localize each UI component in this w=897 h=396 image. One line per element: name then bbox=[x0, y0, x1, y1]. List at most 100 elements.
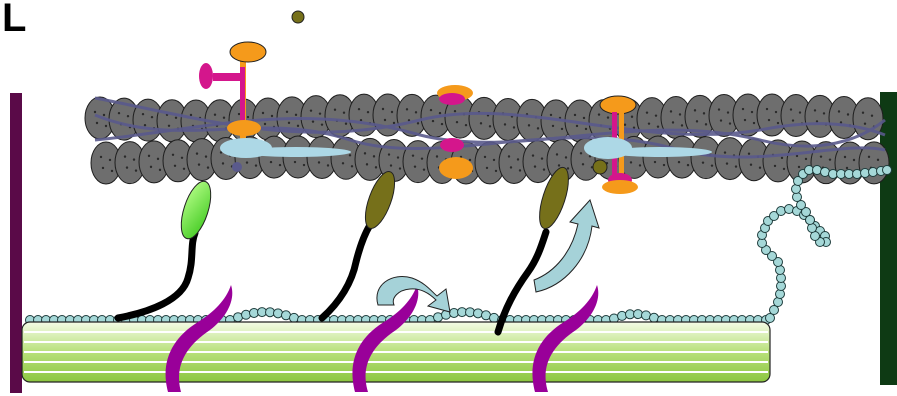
actin-monomer-dot bbox=[864, 122, 866, 124]
actin-monomer-dot bbox=[238, 113, 240, 115]
actin-monomer-dot bbox=[174, 165, 176, 167]
actin-monomer-dot bbox=[144, 124, 146, 126]
actin-monomer-dot bbox=[484, 156, 486, 158]
actin-monomer-dot bbox=[172, 154, 174, 156]
actin-monomer-dot bbox=[415, 111, 417, 113]
actin-monomer-dot bbox=[792, 119, 794, 121]
actin-monomer-dot bbox=[295, 114, 297, 116]
actin-monomer-dot bbox=[672, 121, 674, 123]
actin-monomer-dot bbox=[646, 111, 648, 113]
actin-monomer-dot bbox=[871, 114, 873, 116]
actin-monomer-dot bbox=[694, 109, 696, 111]
actin-monomer-dot bbox=[702, 161, 704, 163]
thick-filament bbox=[22, 322, 770, 382]
actin-monomer-dot bbox=[246, 161, 248, 163]
actin-monomer-dot bbox=[118, 112, 120, 114]
actin-monomer-dot bbox=[495, 170, 497, 172]
actin-monomer-dot bbox=[480, 122, 482, 124]
actin-monomer-dot bbox=[364, 152, 366, 154]
myosin-crossbridge-3 bbox=[498, 164, 574, 332]
actin-monomer-dot bbox=[729, 122, 731, 124]
actin-monomer-dot bbox=[657, 125, 659, 127]
actin-monomer-dot bbox=[565, 156, 567, 158]
actin-monomer-dot bbox=[517, 158, 519, 160]
actin-monomer-dot bbox=[790, 108, 792, 110]
actin-monomer-dot bbox=[297, 125, 299, 127]
actin-monomer-dot bbox=[456, 121, 458, 123]
actin-monomer-dot bbox=[142, 113, 144, 115]
actin-monomer-dot bbox=[798, 166, 800, 168]
actin-monomer-dot bbox=[705, 123, 707, 125]
actin-monomer-dot bbox=[654, 161, 656, 163]
actin-monomer-dot bbox=[399, 167, 401, 169]
actin-monomer-dot bbox=[663, 164, 665, 166]
actin-monomer-dot bbox=[157, 158, 159, 160]
actin-monomer-dot bbox=[567, 167, 569, 169]
actin-monomer-dot bbox=[319, 112, 321, 114]
actin-monomer-dot bbox=[312, 120, 314, 122]
m-line bbox=[880, 92, 897, 385]
actin-monomer-dot bbox=[303, 164, 305, 166]
actin-monomer-dot bbox=[196, 152, 198, 154]
actin-monomer-dot bbox=[768, 119, 770, 121]
actin-monomer-dot bbox=[391, 111, 393, 113]
actin-monomer-dot bbox=[264, 123, 266, 125]
actin-monomer-dot bbox=[486, 167, 488, 169]
actin-monomer-dot bbox=[126, 166, 128, 168]
actin-monomer-dot bbox=[537, 127, 539, 129]
actin-monomer-dot bbox=[655, 114, 657, 116]
actin-monomer-dot bbox=[384, 119, 386, 121]
actin-monomer-dot bbox=[294, 161, 296, 163]
actin-monomer-dot bbox=[351, 165, 353, 167]
actin-monomer-dot bbox=[678, 161, 680, 163]
actin-monomer-dot bbox=[696, 120, 698, 122]
actin-monomer-dot bbox=[388, 153, 390, 155]
actin-monomer-dot bbox=[556, 153, 558, 155]
actin-monomer-dot bbox=[877, 159, 879, 161]
actin-monomer-dot bbox=[630, 161, 632, 163]
actin-monomer-dot bbox=[345, 123, 347, 125]
actin-monomer-dot bbox=[829, 158, 831, 160]
actin-monomer-dot bbox=[777, 122, 779, 124]
actin-monomer-dot bbox=[270, 161, 272, 163]
myosin-crossbridge-1 bbox=[118, 178, 217, 318]
actin-monomer-dot bbox=[406, 108, 408, 110]
actin-monomer-dot bbox=[150, 166, 152, 168]
actin-monomer-dot bbox=[751, 111, 753, 113]
actin-monomer-dot bbox=[288, 122, 290, 124]
actin-monomer-dot bbox=[844, 156, 846, 158]
actin-monomer-dot bbox=[561, 128, 563, 130]
actin-monomer-dot bbox=[423, 168, 425, 170]
actin-monomer-dot bbox=[430, 109, 432, 111]
actin-monomer-dot bbox=[519, 169, 521, 171]
actin-monomer-dot bbox=[127, 115, 129, 117]
actin-monomer-dot bbox=[552, 125, 554, 127]
actin-monomer-dot bbox=[181, 157, 183, 159]
actin-monomer-dot bbox=[439, 112, 441, 114]
actin-monomer-dot bbox=[159, 169, 161, 171]
actin-monomer-dot bbox=[742, 108, 744, 110]
actin-monomer-dot bbox=[255, 164, 257, 166]
actin-monomer-dot bbox=[805, 158, 807, 160]
actin-monomer-dot bbox=[670, 110, 672, 112]
actin-monomer-dot bbox=[750, 164, 752, 166]
actin-monomer-dot bbox=[367, 111, 369, 113]
actin-monomer-dot bbox=[223, 117, 225, 119]
actin-monomer-dot bbox=[190, 114, 192, 116]
actin-monomer-dot bbox=[96, 122, 98, 124]
calcium-ion bbox=[292, 11, 304, 23]
actin-monomer-dot bbox=[624, 124, 626, 126]
actin-monomer-dot bbox=[412, 154, 414, 156]
actin-monomer-dot bbox=[580, 152, 582, 154]
actin-monomer-dot bbox=[469, 159, 471, 161]
actin-monomer-dot bbox=[508, 155, 510, 157]
actin-monomer-dot bbox=[318, 161, 320, 163]
actin-monomer-dot bbox=[550, 114, 552, 116]
actin-monomer-dot bbox=[390, 164, 392, 166]
actin-monomer-dot bbox=[820, 155, 822, 157]
actin-monomer-dot bbox=[679, 113, 681, 115]
actin-monomer-dot bbox=[183, 168, 185, 170]
actin-monomer-dot bbox=[493, 159, 495, 161]
actin-monomer-dot bbox=[648, 122, 650, 124]
